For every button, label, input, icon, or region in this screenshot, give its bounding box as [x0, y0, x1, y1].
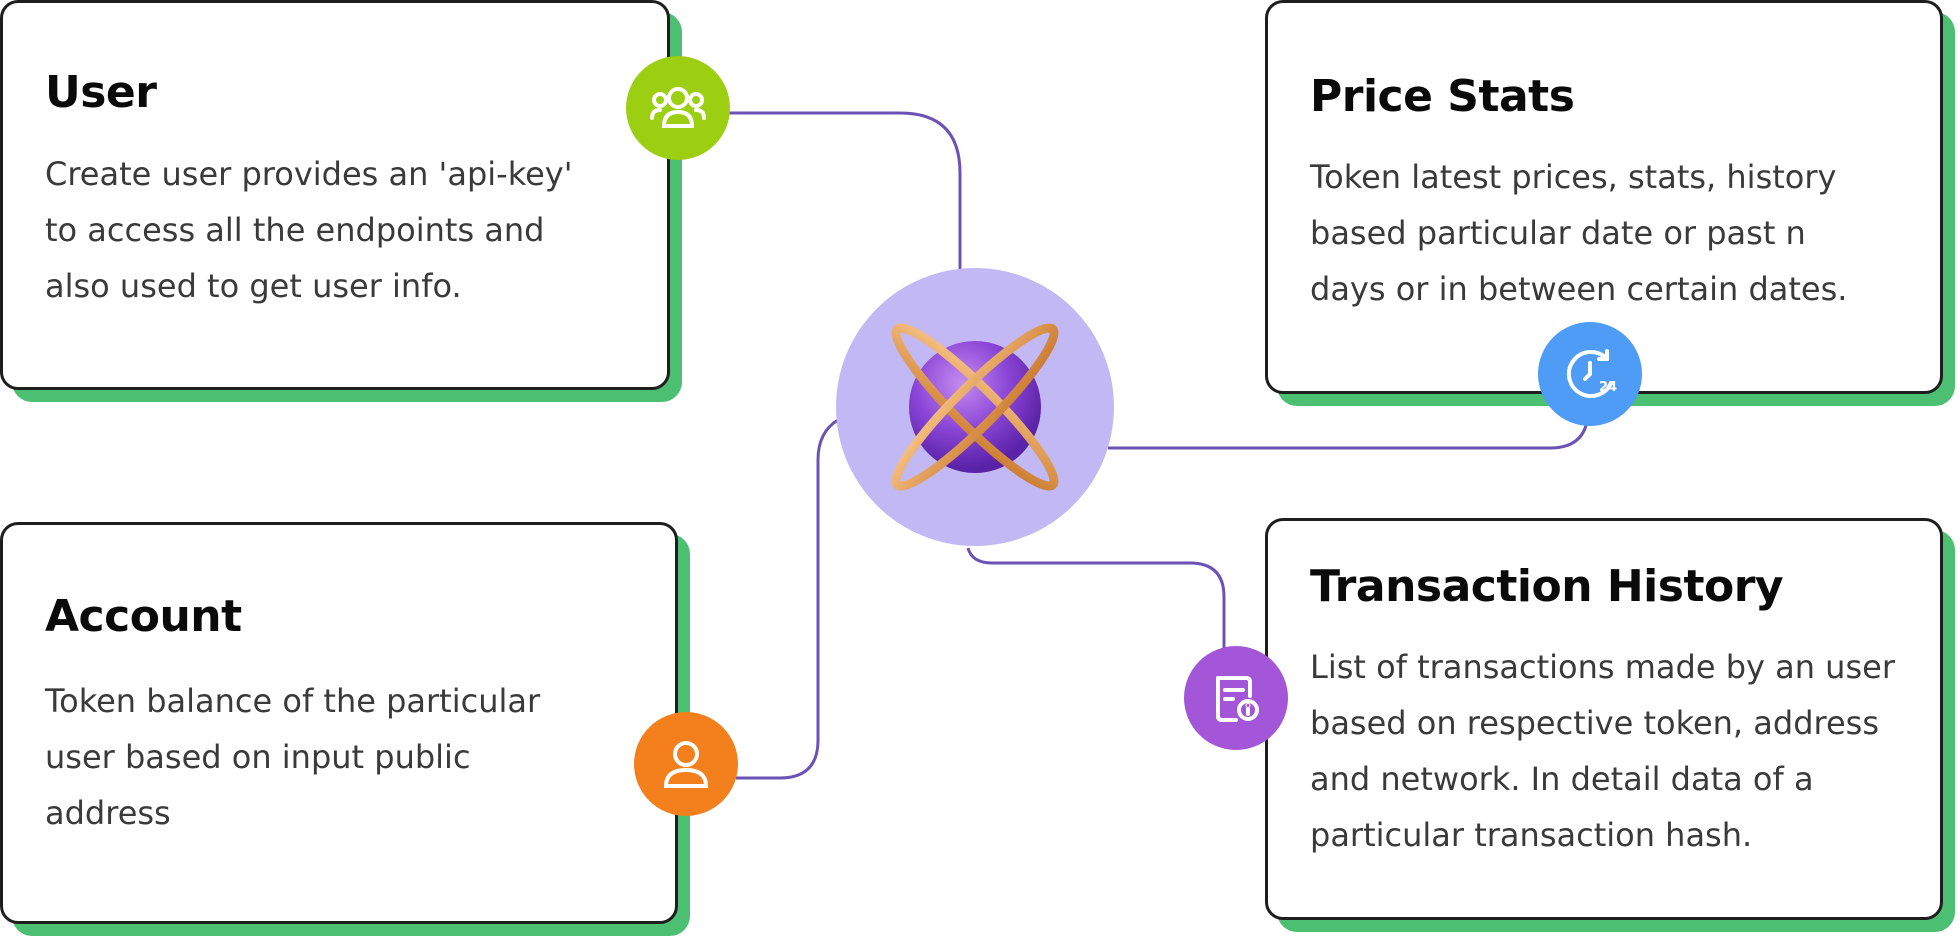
description-line: based on respective token, address	[1310, 704, 1879, 742]
card-body: Account Token balance of the particular …	[0, 522, 678, 924]
user-card: User Create user provides an 'api-key' t…	[0, 0, 682, 402]
connector-user	[720, 111, 962, 270]
connector-transaction	[966, 547, 1226, 650]
description-line: and network. In detail data of a	[1310, 760, 1814, 798]
account-card-description: Token balance of the particular user bas…	[45, 673, 540, 841]
connector-account	[736, 418, 839, 780]
connector-price	[1108, 409, 1590, 450]
transaction-history-card: Transaction History List of transactions…	[1265, 518, 1955, 932]
description-line: days or in between certain dates.	[1310, 270, 1848, 308]
price-card-description: Token latest prices, stats, history base…	[1310, 149, 1847, 317]
description-line: to access all the endpoints and	[45, 211, 545, 249]
globe-cross-logo-icon	[891, 323, 1059, 491]
account-card: Account Token balance of the particular …	[0, 522, 690, 936]
description-line: address	[45, 794, 171, 832]
description-line: Token balance of the particular	[45, 682, 541, 720]
card-body: Transaction History List of transactions…	[1265, 518, 1943, 920]
description-line: particular transaction hash.	[1310, 816, 1753, 854]
central-hub	[836, 268, 1114, 546]
users-group-icon	[626, 56, 730, 160]
account-card-title: Account	[45, 591, 242, 642]
user-card-description: Create user provides an 'api-key' to acc…	[45, 146, 573, 314]
description-line: Create user provides an 'api-key'	[45, 155, 573, 193]
transaction-card-description: List of transactions made by an user bas…	[1310, 639, 1895, 863]
clock-24-icon: 24	[1538, 322, 1642, 426]
description-line: based particular date or past n	[1310, 214, 1806, 252]
transaction-card-title: Transaction History	[1310, 561, 1784, 612]
description-line: List of transactions made by an user	[1310, 648, 1895, 686]
price-card-title: Price Stats	[1310, 71, 1575, 122]
description-line: user based on input public	[45, 738, 471, 776]
description-line: also used to get user info.	[45, 267, 462, 305]
receipt-info-icon	[1184, 646, 1288, 750]
user-card-title: User	[45, 67, 157, 118]
person-icon	[634, 712, 738, 816]
description-line: Token latest prices, stats, history	[1310, 158, 1837, 196]
card-body: User Create user provides an 'api-key' t…	[0, 0, 670, 390]
clock-24-label: 24	[1599, 380, 1617, 395]
